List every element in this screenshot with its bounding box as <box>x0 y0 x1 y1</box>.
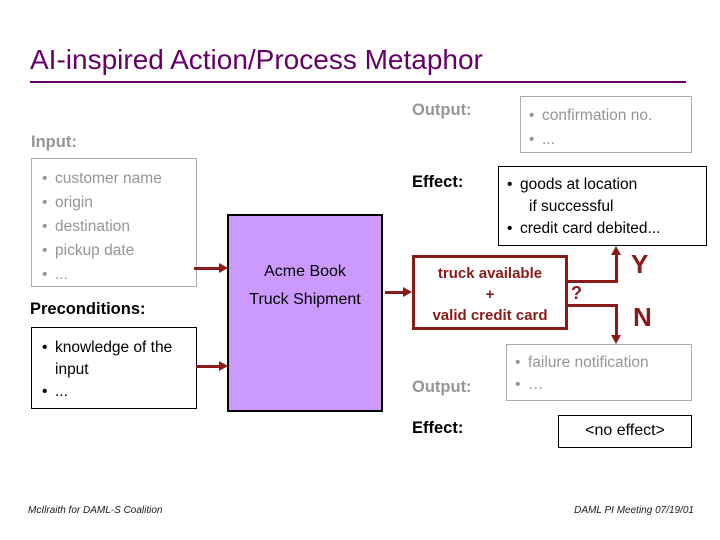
effect-item: goods at location <box>507 174 706 196</box>
effect-label-success: Effect: <box>412 173 464 191</box>
effect-box-success: goods at location if successful credit c… <box>498 166 707 246</box>
precondition-item: knowledge of the input <box>42 337 177 381</box>
no-effect-box: <no effect> <box>558 415 692 448</box>
effect-item: credit card debited... <box>507 218 706 240</box>
input-item: destination <box>42 215 196 239</box>
arrow-head-icon <box>219 361 228 371</box>
footer-meeting: DAML PI Meeting 07/19/01 <box>574 505 694 516</box>
process-name-line2: Truck Shipment <box>249 291 361 308</box>
condition-line1: truck available <box>437 265 543 282</box>
footer-credit: McIlraith for DAML-S Coalition <box>28 505 163 516</box>
effect-item-continuation: if successful <box>529 198 614 215</box>
condition-line2: + <box>485 286 495 303</box>
output-item: … <box>515 374 691 396</box>
arrow-head-icon <box>611 335 621 344</box>
effect-success-list: goods at location if successful credit c… <box>507 174 706 240</box>
process-name-line1: Acme Book <box>264 263 346 280</box>
output-success-list: confirmation no. ... <box>529 104 691 152</box>
output-item: ... <box>529 128 691 152</box>
output-failure-list: failure notification … <box>515 352 691 396</box>
preconditions-list: knowledge of the input ... <box>42 337 177 403</box>
input-item: customer name <box>42 167 196 191</box>
preconditions-box: knowledge of the input ... <box>31 327 197 409</box>
input-box: customer name origin destination pickup … <box>31 158 197 287</box>
output-box-failure: failure notification … <box>506 344 692 401</box>
question-mark: ? <box>571 283 582 303</box>
input-label: Input: <box>31 133 77 151</box>
input-item: origin <box>42 191 196 215</box>
output-item: confirmation no. <box>529 104 691 128</box>
input-item: pickup date <box>42 239 196 263</box>
precondition-item: ... <box>42 381 177 403</box>
condition-line3: valid credit card <box>432 307 548 324</box>
output-label-success: Output: <box>412 101 472 119</box>
process-box: Acme Book Truck Shipment <box>227 214 383 412</box>
arrow-head-icon <box>611 246 621 255</box>
preconditions-label: Preconditions: <box>30 300 146 318</box>
arrow-head-icon <box>219 263 228 273</box>
arrow-head-icon <box>403 287 412 297</box>
effect-label-failure: Effect: <box>412 419 464 437</box>
output-box-success: confirmation no. ... <box>520 96 692 153</box>
input-item: ... <box>42 263 196 287</box>
yes-label: Y <box>631 249 649 279</box>
output-label-failure: Output: <box>412 378 472 396</box>
input-list: customer name origin destination pickup … <box>42 167 196 287</box>
slide-title: AI-inspired Action/Process Metaphor <box>30 44 686 84</box>
condition-box: truck available + valid credit card <box>412 255 568 330</box>
no-label: N <box>633 302 652 332</box>
output-item: failure notification <box>515 352 691 374</box>
